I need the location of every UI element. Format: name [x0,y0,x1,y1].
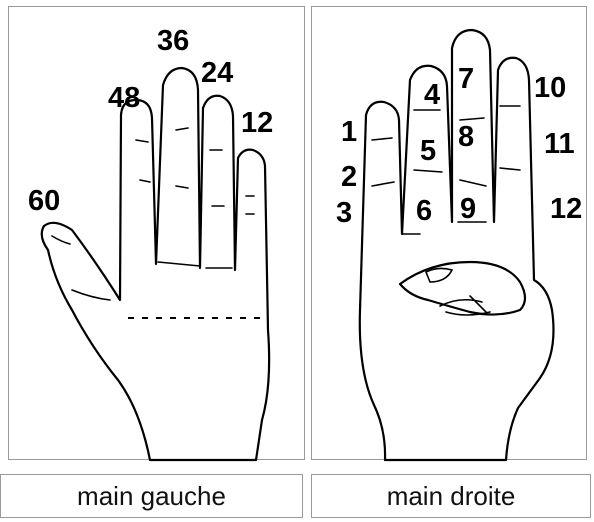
left-label-12: 12 [241,107,273,139]
right-label-1: 1 [341,116,357,148]
right-hand-outline [360,30,554,460]
right-label-12: 12 [550,193,582,225]
left-label-24: 24 [201,57,233,89]
right-label-4: 4 [424,79,440,111]
left-hand-outline [42,68,269,460]
right-hand-caption: main droite [311,474,591,518]
left-hand-caption: main gauche [0,474,303,518]
right-label-6: 6 [416,195,432,227]
right-label-8: 8 [458,121,474,153]
left-label-48: 48 [108,82,140,114]
right-label-7: 7 [458,63,474,95]
left-label-36: 36 [157,25,189,57]
left-label-60: 60 [28,185,60,217]
right-label-11: 11 [544,128,575,160]
right-label-3: 3 [336,197,352,229]
right-label-5: 5 [420,135,436,167]
right-label-9: 9 [460,193,476,225]
right-label-2: 2 [341,161,357,193]
left-hand-drawing [42,68,269,460]
right-label-10: 10 [534,72,566,104]
hands-illustration: 60 48 36 24 12 1 2 3 4 5 6 7 8 9 10 11 1… [0,0,594,470]
right-hand-drawing [360,30,554,460]
